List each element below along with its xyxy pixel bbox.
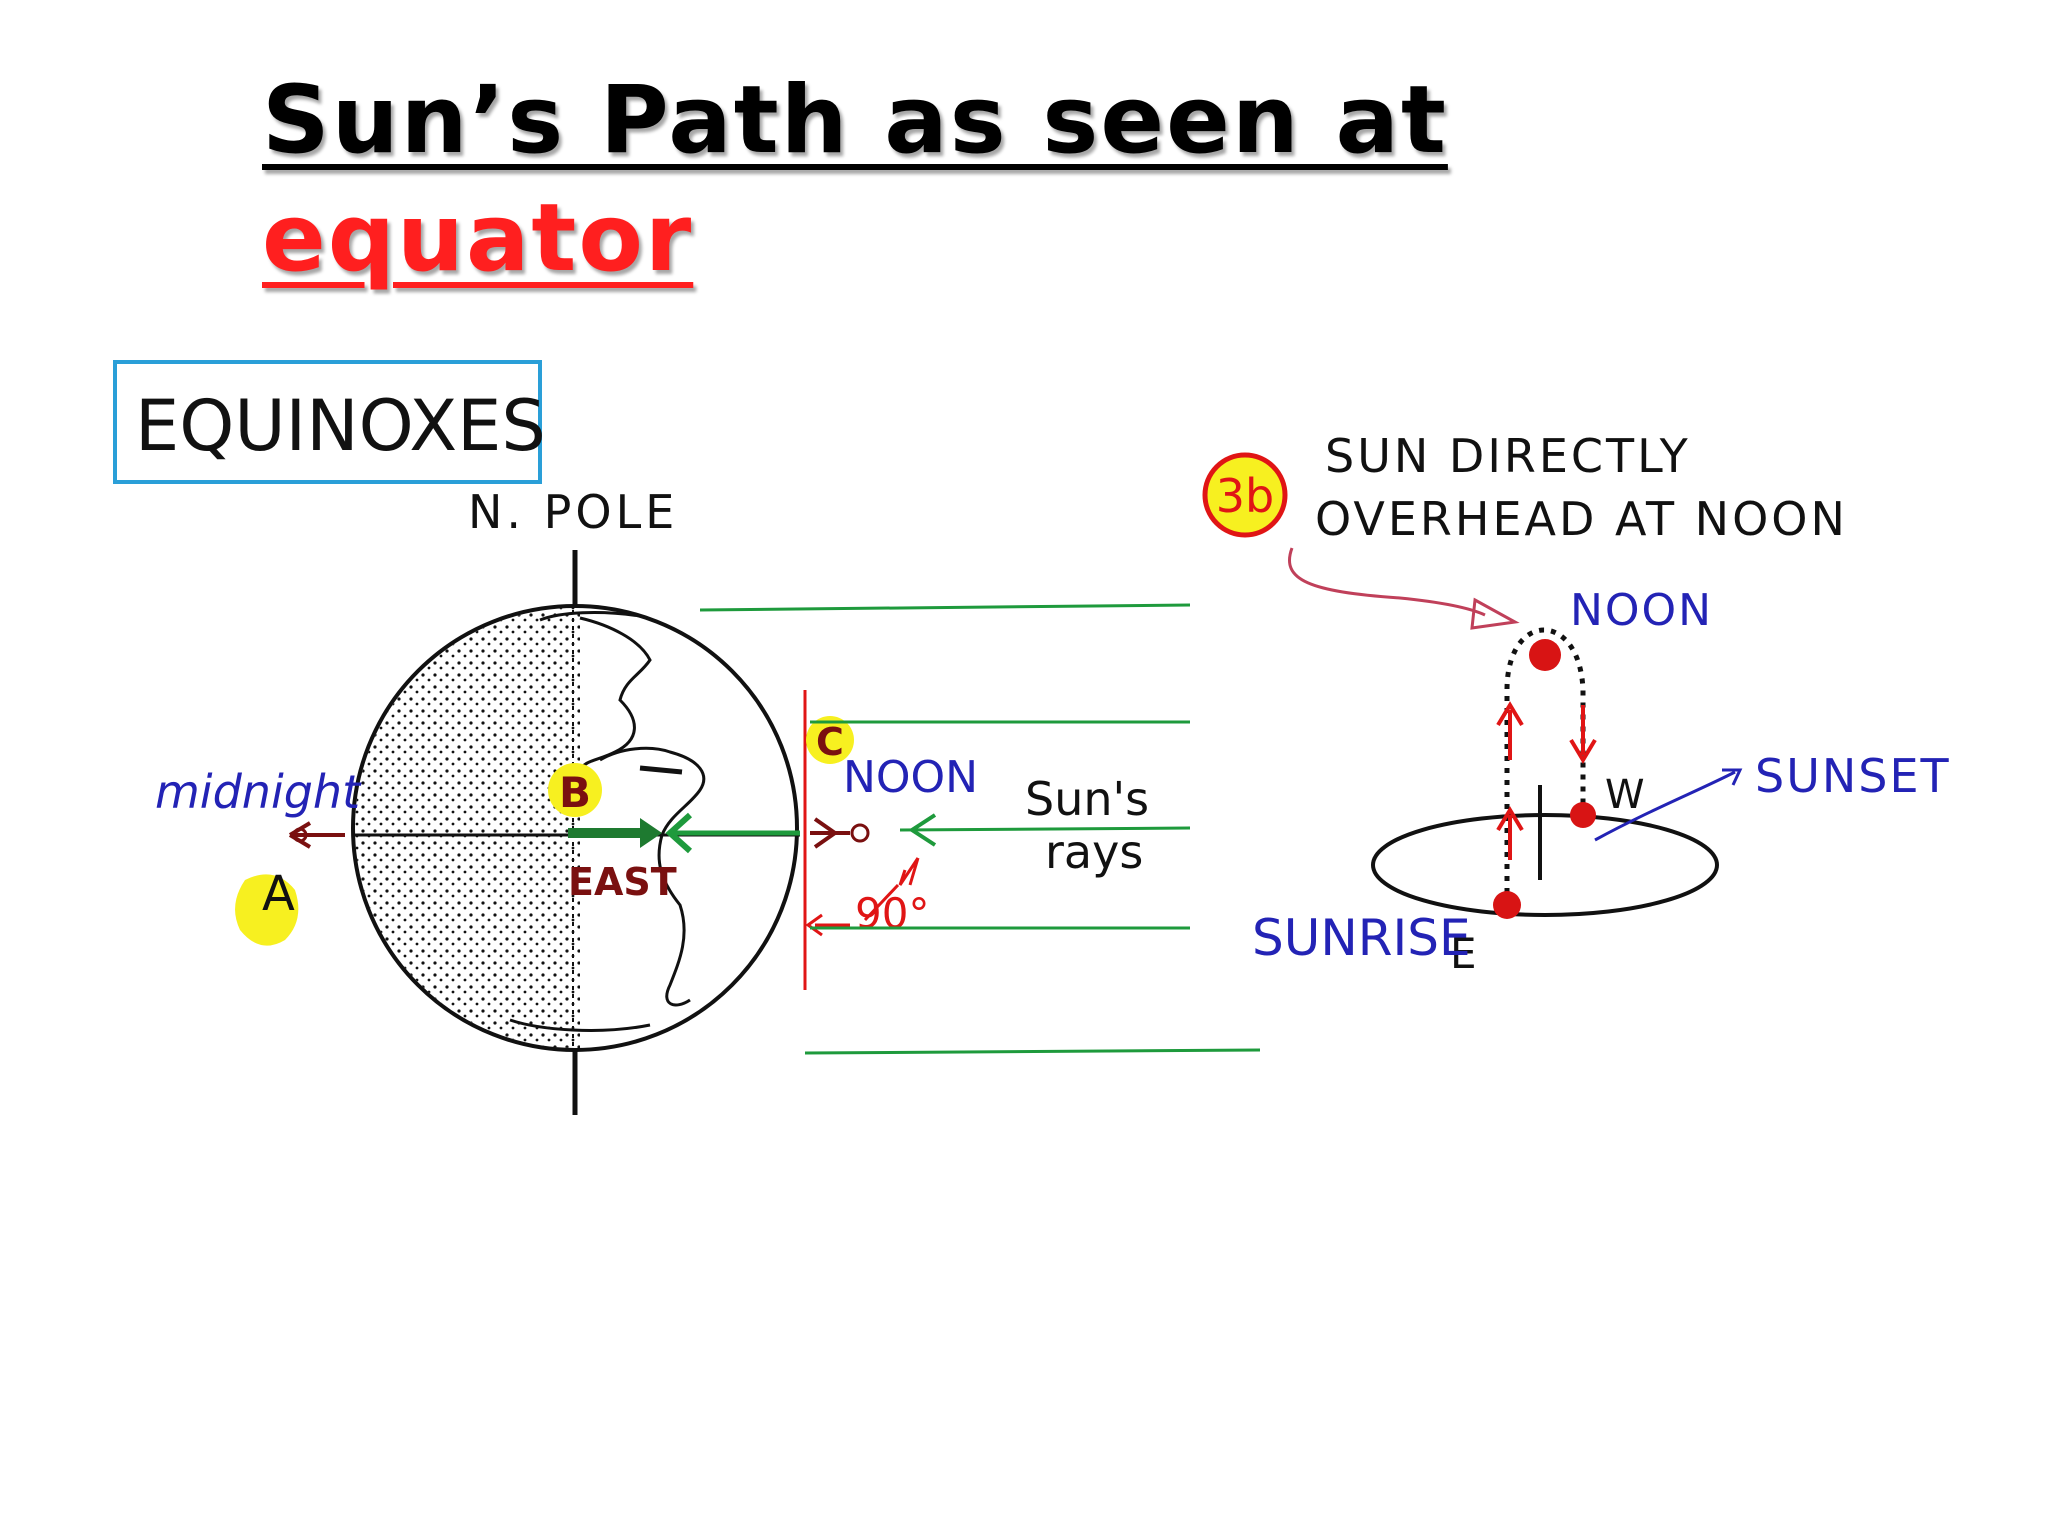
- svg-text:3b: 3b: [1216, 469, 1274, 523]
- caption-line1: SUN DIRECTLY: [1325, 429, 1691, 483]
- suns-rays-label-line1: Sun's: [1025, 772, 1149, 826]
- caption-pointer: [1288, 547, 1486, 617]
- svg-text:A: A: [262, 866, 295, 922]
- badge-3b: 3b: [1202, 452, 1288, 538]
- slide-title: Sun’s Path as seen at equator: [262, 62, 1562, 298]
- equinoxes-label: EQUINOXES: [135, 385, 546, 467]
- marker-a: A: [235, 866, 299, 946]
- midnight-label: midnight: [155, 765, 362, 819]
- marker-b: B: [548, 763, 602, 817]
- noon-left-label: NOON: [843, 752, 978, 803]
- east-direction-label: E: [1450, 929, 1477, 978]
- sun-sunset: [1570, 802, 1596, 828]
- sun-sunrise: [1493, 891, 1521, 919]
- sunrise-label: SUNRISE: [1252, 909, 1471, 967]
- sun-noon: [1529, 639, 1561, 671]
- marker-c: C: [806, 716, 854, 764]
- suns-rays-label-line2: rays: [1045, 825, 1143, 879]
- noon-observer: [810, 817, 850, 849]
- sun-rays: [699, 603, 1261, 1055]
- caption-line2: OVERHEAD AT NOON: [1315, 492, 1848, 546]
- sunset-pointer: [1594, 770, 1736, 842]
- svg-text:B: B: [559, 768, 591, 817]
- east-label: EAST: [568, 860, 677, 904]
- svg-text:C: C: [816, 720, 844, 764]
- sun-path-arc: [1504, 627, 1586, 905]
- midnight-observer: [288, 821, 345, 849]
- west-label: W: [1605, 772, 1645, 818]
- horizon-ellipse: [1371, 813, 1719, 917]
- noon-right-label: NOON: [1570, 585, 1713, 636]
- sunset-label: SUNSET: [1755, 749, 1951, 803]
- title-line-1: Sun’s Path as seen at: [262, 66, 1448, 175]
- n-pole-label: N. POLE: [468, 485, 678, 539]
- angle-label: 90°: [855, 889, 929, 938]
- title-line-2-equator: equator: [262, 184, 694, 293]
- equinoxes-box: [113, 360, 542, 484]
